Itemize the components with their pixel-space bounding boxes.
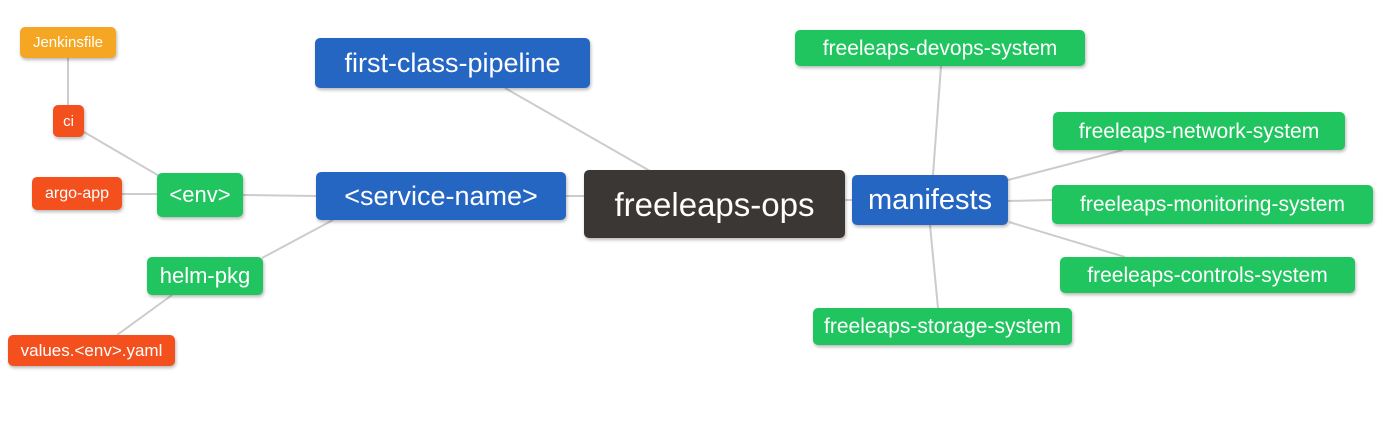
edge-helm-pkg-service-name [261,219,334,259]
node-manifests[interactable]: manifests [852,175,1008,225]
edge-manifests-network-system [1007,149,1124,181]
node-freeleaps-ops[interactable]: freeleaps-ops [584,170,845,238]
edge-manifests-storage-system [929,224,939,309]
node-service-name[interactable]: <service-name> [316,172,566,220]
node-freeleaps-devops-system[interactable]: freeleaps-devops-system [795,30,1085,66]
node-env[interactable]: <env> [157,173,243,217]
node-first-class-pipeline[interactable]: first-class-pipeline [315,38,590,88]
node-ci[interactable]: ci [53,105,84,137]
edge-env-service-name [242,194,317,197]
edge-manifests-controls-system [1008,221,1126,258]
edge-manifests-devops-system [932,65,942,176]
edge-values-helm-pkg [116,294,173,336]
edge-manifests-monitoring-system [1007,199,1053,202]
node-jenkinsfile[interactable]: Jenkinsfile [20,27,116,58]
edge-pipeline-freeleaps-ops [504,87,651,172]
edge-ci-env [83,131,162,178]
node-freeleaps-monitoring-system[interactable]: freeleaps-monitoring-system [1052,185,1373,224]
node-freeleaps-storage-system[interactable]: freeleaps-storage-system [813,308,1072,345]
node-argo-app[interactable]: argo-app [32,177,122,210]
node-freeleaps-controls-system[interactable]: freeleaps-controls-system [1060,257,1355,293]
node-values-env-yaml[interactable]: values.<env>.yaml [8,335,175,366]
node-freeleaps-network-system[interactable]: freeleaps-network-system [1053,112,1345,150]
node-helm-pkg[interactable]: helm-pkg [147,257,263,295]
